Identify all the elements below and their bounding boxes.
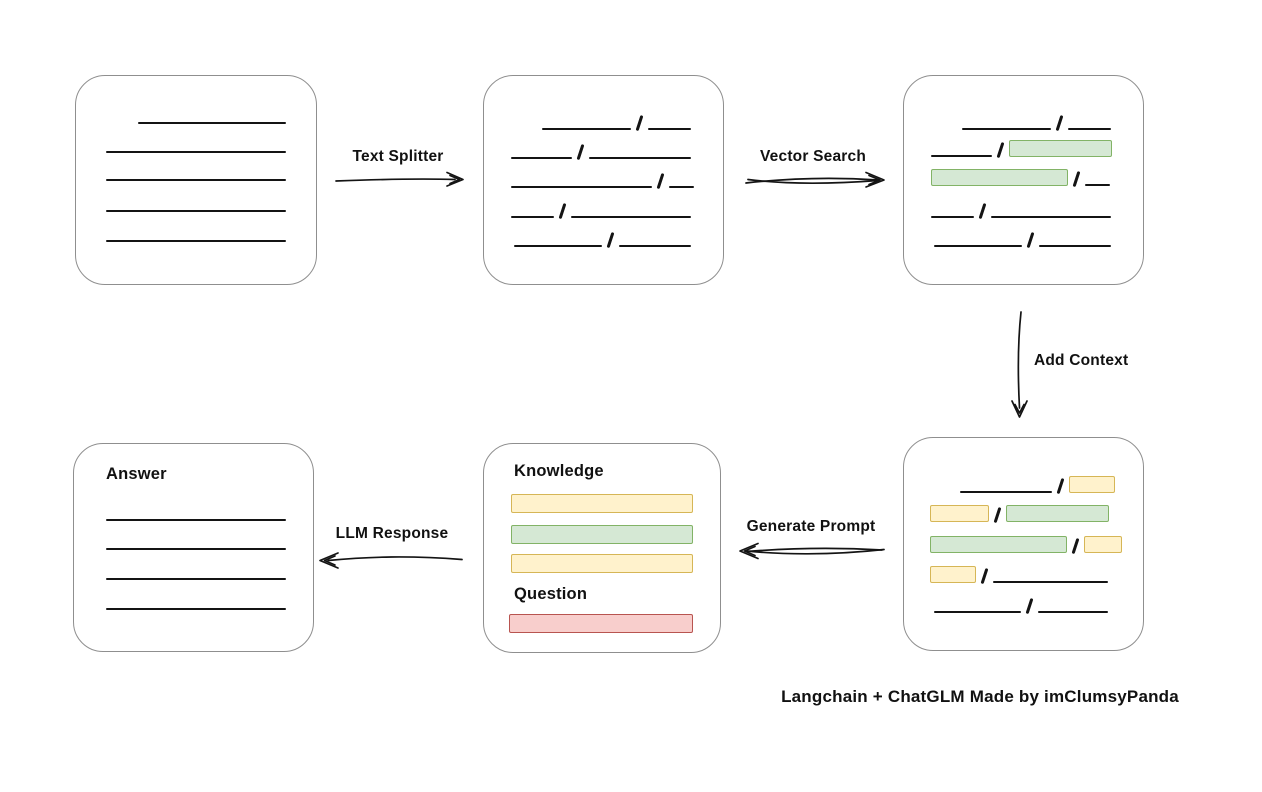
chunk-row	[931, 138, 1119, 159]
context-chunks-node	[903, 437, 1144, 651]
chunk-row	[930, 534, 1122, 555]
chunk-row	[511, 199, 699, 220]
matched-chunk-green	[1008, 140, 1112, 157]
context-chunk-yellow	[930, 566, 976, 583]
chunk-row	[931, 199, 1119, 220]
vector-search-label: Vector Search	[760, 148, 866, 165]
text-line	[106, 608, 286, 610]
matched-chunk-green	[1005, 505, 1109, 522]
knowledge-label: Knowledge	[514, 462, 604, 480]
text-line	[1084, 184, 1110, 186]
text-line	[106, 151, 286, 153]
text-line	[962, 128, 1051, 130]
chunk-row	[930, 503, 1122, 524]
text-line	[1037, 611, 1108, 613]
matched-chunk-green	[931, 169, 1068, 186]
chunk-row	[511, 111, 699, 132]
text-line	[668, 186, 694, 188]
generate-prompt-label: Generate Prompt	[746, 518, 876, 535]
text-line	[931, 216, 974, 218]
knowledge-bar-yellow	[511, 554, 693, 573]
text-line	[511, 157, 572, 159]
text-line	[1067, 128, 1111, 130]
question-label: Question	[514, 585, 588, 603]
text-line	[588, 157, 691, 159]
text-line	[931, 155, 992, 157]
question-bar-red	[509, 614, 693, 633]
text-line	[934, 611, 1021, 613]
text-line	[542, 128, 631, 130]
chunk-row	[511, 228, 699, 249]
text-line	[511, 216, 554, 218]
answer-label: Answer	[106, 465, 167, 483]
chunk-row	[931, 228, 1119, 249]
chunk-row	[930, 564, 1122, 585]
context-chunk-yellow	[1068, 476, 1115, 493]
text-splitter-label: Text Splitter	[352, 148, 444, 165]
add-context-arrow	[1011, 311, 1028, 418]
chunk-row	[931, 167, 1119, 188]
text-line	[106, 179, 286, 181]
answer-node: Answer	[73, 443, 314, 652]
text-line	[934, 245, 1022, 247]
text-splitter-arrow	[335, 171, 464, 187]
prompt-node: Knowledge Question	[483, 443, 721, 653]
generate-prompt-arrow	[739, 542, 885, 560]
text-line	[992, 581, 1108, 583]
matched-chunks-node	[903, 75, 1144, 285]
text-line	[618, 245, 691, 247]
text-line	[1038, 245, 1111, 247]
chunk-row	[930, 594, 1122, 615]
text-line	[960, 491, 1052, 493]
text-line	[106, 210, 286, 212]
split-chunks-node	[483, 75, 724, 285]
context-chunk-yellow	[1083, 536, 1122, 553]
footer-credit: Langchain + ChatGLM Made by imClumsyPand…	[781, 687, 1179, 706]
text-line	[106, 519, 286, 521]
context-chunk-yellow	[930, 505, 989, 522]
text-line	[106, 548, 286, 550]
add-context-label: Add Context	[1034, 352, 1129, 369]
vector-search-arrow	[745, 171, 885, 188]
text-line	[990, 216, 1111, 218]
llm-response-arrow	[319, 552, 463, 569]
text-line	[138, 122, 286, 124]
document-node	[75, 75, 317, 285]
text-line	[106, 240, 286, 242]
chunk-row	[511, 140, 699, 161]
knowledge-bar-green	[511, 525, 693, 544]
matched-chunk-green	[930, 536, 1067, 553]
text-line	[106, 578, 286, 580]
text-line	[514, 245, 602, 247]
text-line	[647, 128, 691, 130]
chunk-row	[511, 169, 699, 190]
chunk-row	[931, 111, 1119, 132]
text-line	[511, 186, 652, 188]
text-line	[570, 216, 691, 218]
llm-response-label: LLM Response	[335, 525, 449, 542]
chunk-row	[930, 474, 1122, 495]
knowledge-bar-yellow	[511, 494, 693, 513]
